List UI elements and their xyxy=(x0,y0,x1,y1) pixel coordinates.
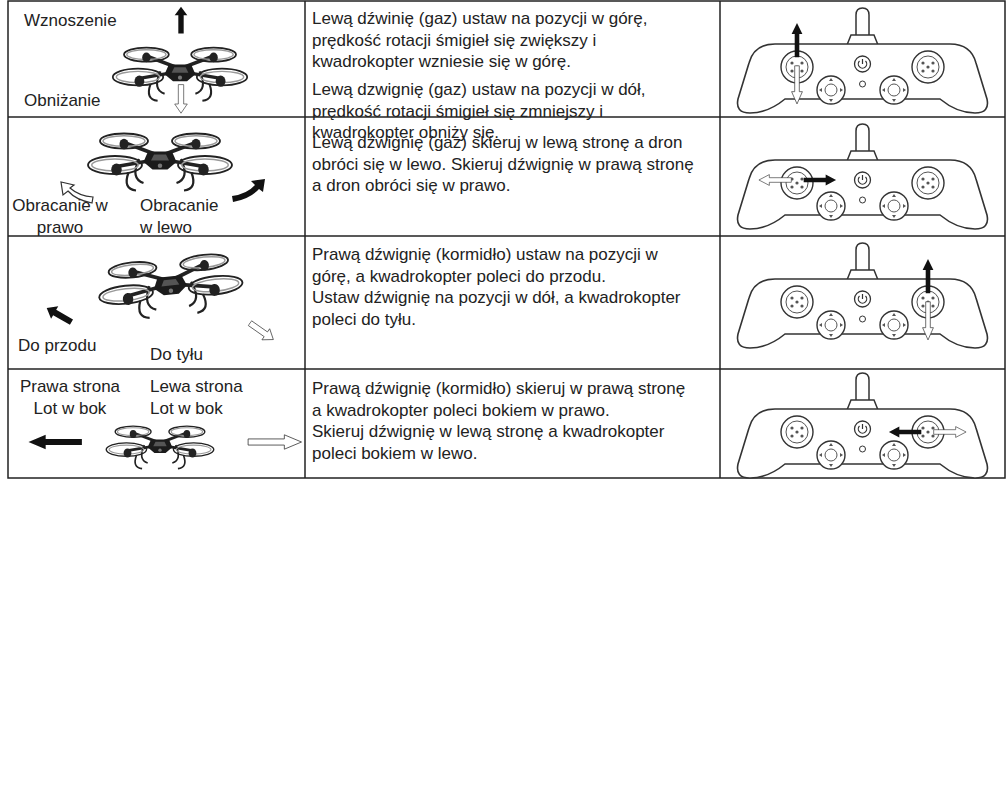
controller xyxy=(738,8,988,113)
instruction-text: Skieruj dźwignię w lewą stronę a kwadrok… xyxy=(312,421,697,464)
direction-label: Wznoszenie xyxy=(24,10,117,32)
drone xyxy=(106,426,214,469)
direction-label: Do przodu xyxy=(18,335,96,357)
instruction-text: Lewą dźwinię (gaz) ustaw na pozycji w gó… xyxy=(312,8,697,73)
controller xyxy=(738,373,988,478)
arrow-up xyxy=(923,259,934,293)
direction-label: Lewa strona Lot w bok xyxy=(150,376,250,419)
arrow-left xyxy=(28,435,81,449)
direction-label: Obracanie w lewo xyxy=(140,195,230,238)
arrow-forward xyxy=(43,302,75,329)
direction-label: Do tyłu xyxy=(150,344,203,366)
drone xyxy=(96,251,245,323)
arrow-left xyxy=(759,175,791,186)
arrow-right xyxy=(804,175,836,186)
arrow-down xyxy=(175,85,188,114)
arrow-up xyxy=(792,23,803,57)
arrow-down xyxy=(792,66,803,104)
direction-label: Obracanie w prawo xyxy=(10,195,110,238)
instruction-text: Prawą dźwignię (kormidło) ustaw na pozyc… xyxy=(312,244,697,287)
instruction-text: Ustaw dźwignię na pozycji w dół, a kwadr… xyxy=(312,287,697,330)
direction-label: Obniżanie xyxy=(24,90,101,112)
arrow-right xyxy=(934,427,966,438)
arrow-left xyxy=(889,427,921,438)
arrow-down xyxy=(923,302,934,340)
table-grid xyxy=(8,1,1005,478)
controller xyxy=(738,124,988,229)
instruction-text: Prawą dźwignię (kormidło) skieruj w praw… xyxy=(312,378,697,421)
arrow-backward xyxy=(246,318,277,345)
controller xyxy=(738,243,988,348)
arrow-right xyxy=(248,435,301,449)
instruction-text: Lewą dźwignię (gaz) skieruj w lewą stron… xyxy=(312,132,697,197)
rotate-arrow xyxy=(232,179,265,202)
direction-label: Prawa strona Lot w bok xyxy=(18,376,122,419)
drone xyxy=(88,134,232,191)
arrow-up xyxy=(175,7,188,34)
